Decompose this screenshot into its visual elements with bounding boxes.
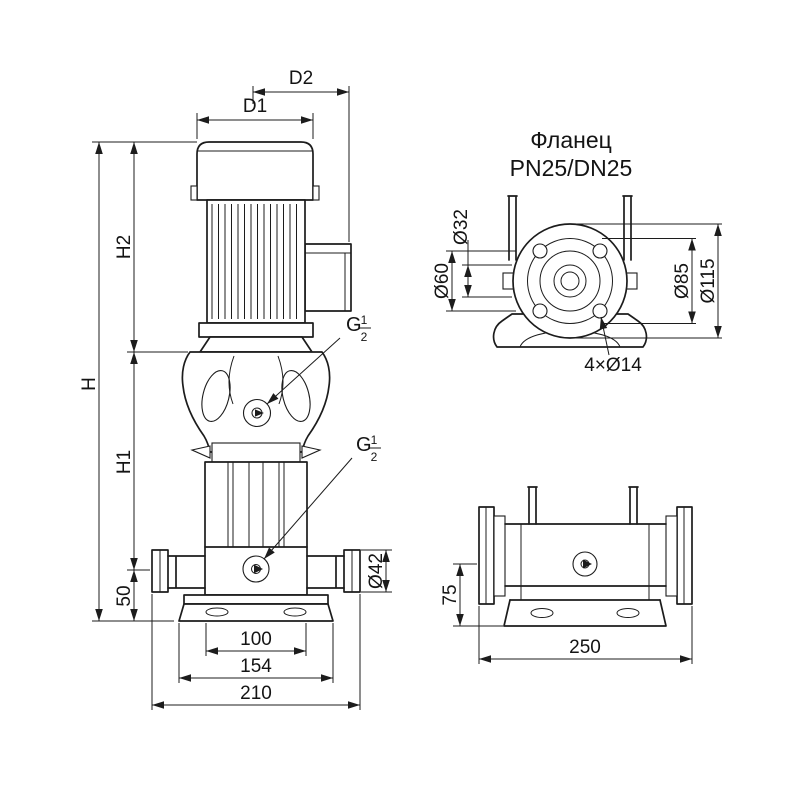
flange-face xyxy=(512,223,628,339)
thread-letter-bottom: G xyxy=(356,434,372,456)
head-left-lug xyxy=(190,445,211,459)
motor-body xyxy=(206,199,306,324)
dim-154-label: 154 xyxy=(240,656,272,677)
thread-den-bottom: 2 xyxy=(371,450,378,464)
dim-250-label: 250 xyxy=(569,637,601,658)
head-left-handle xyxy=(201,370,231,422)
dim-dia60: Ø60 xyxy=(432,250,516,312)
flange-outer-circle xyxy=(512,223,628,339)
dim-dia85-label: Ø85 xyxy=(672,263,693,299)
bottom-port-arrow-icon xyxy=(254,564,263,574)
dim-h-label: H xyxy=(79,377,100,391)
dim-dia85: Ø85 xyxy=(602,238,696,324)
dim-dia115: Ø115 xyxy=(572,223,722,339)
terminal-box xyxy=(304,243,352,312)
dim-50: 50 xyxy=(114,570,138,621)
side-base-feet xyxy=(503,599,667,627)
callout-bolt-holes: 4×Ø14 xyxy=(584,316,642,376)
motor-fins xyxy=(211,204,297,319)
flange-subtitle: PN25/DN25 xyxy=(510,155,633,181)
nameplate xyxy=(211,442,301,463)
dim-250: 250 xyxy=(478,606,693,664)
bolt-hole xyxy=(532,243,548,259)
dim-d2: D2 xyxy=(252,68,350,242)
pump-head xyxy=(181,351,331,463)
bolt-circle xyxy=(527,238,613,324)
dim-holes-label: 4×Ø14 xyxy=(584,355,642,376)
dim-210: 210 xyxy=(151,594,361,710)
top-port-arrow-icon xyxy=(255,409,264,417)
dim-dia115-label: Ø115 xyxy=(698,258,719,303)
dim-dia32-label: Ø32 xyxy=(451,209,472,245)
dim-d1-label: D1 xyxy=(243,96,267,117)
dim-d1: D1 xyxy=(196,96,314,139)
thread-letter-top: G xyxy=(346,314,362,336)
dim-75: 75 xyxy=(440,563,503,627)
flange-top-view: Фланец PN25/DN25 xyxy=(432,127,722,376)
base-left-foot xyxy=(205,607,229,617)
dim-154: 154 xyxy=(178,623,334,683)
dim-100-label: 100 xyxy=(240,629,272,650)
motor-flange xyxy=(198,322,314,353)
dim-50-label: 50 xyxy=(114,585,135,606)
flange-tie-rods xyxy=(507,195,633,261)
head-right-lug xyxy=(301,445,322,459)
thread-num-top: 1 xyxy=(361,313,368,327)
side-port-arrow-icon xyxy=(583,559,592,569)
dim-dia42: Ø42 xyxy=(361,549,392,593)
dim-100: 100 xyxy=(205,623,307,656)
dim-d2-label: D2 xyxy=(289,68,313,89)
raised-face-circle xyxy=(539,250,601,312)
flange-title: Фланец xyxy=(530,127,612,153)
dim-dia32: Ø32 xyxy=(451,209,512,298)
base-right-foot xyxy=(283,607,307,617)
head-right-handle xyxy=(281,370,311,422)
bolt-hole xyxy=(532,303,548,319)
side-body xyxy=(478,506,693,605)
dim-h1: H1 xyxy=(114,352,150,571)
bore-circle xyxy=(560,271,580,291)
port-body xyxy=(151,546,361,596)
pump-base xyxy=(178,594,334,622)
dim-75-label: 75 xyxy=(440,584,461,605)
callout-g-half-top: G 1 2 xyxy=(266,313,371,405)
pump-front-view: D2 D1 H H2 H1 50 Ø42 xyxy=(79,68,392,710)
dim-h: H xyxy=(79,141,197,622)
thread-num-bottom: 1 xyxy=(371,433,378,447)
base-side-view: 75 250 xyxy=(440,486,693,664)
bolt-hole xyxy=(592,243,608,259)
dim-h2: H2 xyxy=(114,142,188,353)
callout-g-half-bottom: G 1 2 xyxy=(263,433,381,560)
side-tie-rods xyxy=(527,486,639,525)
thread-den-top: 2 xyxy=(361,330,368,344)
dim-210-label: 210 xyxy=(240,683,272,704)
pump-column xyxy=(204,461,308,548)
dim-dia42-label: Ø42 xyxy=(366,553,387,589)
dim-h1-label: H1 xyxy=(114,450,135,474)
hub-circle xyxy=(553,264,587,298)
bolt-hole xyxy=(592,303,608,319)
dim-h2-label: H2 xyxy=(114,235,135,259)
dim-dia60-label: Ø60 xyxy=(432,263,453,299)
motor-fan-cover xyxy=(190,141,320,201)
